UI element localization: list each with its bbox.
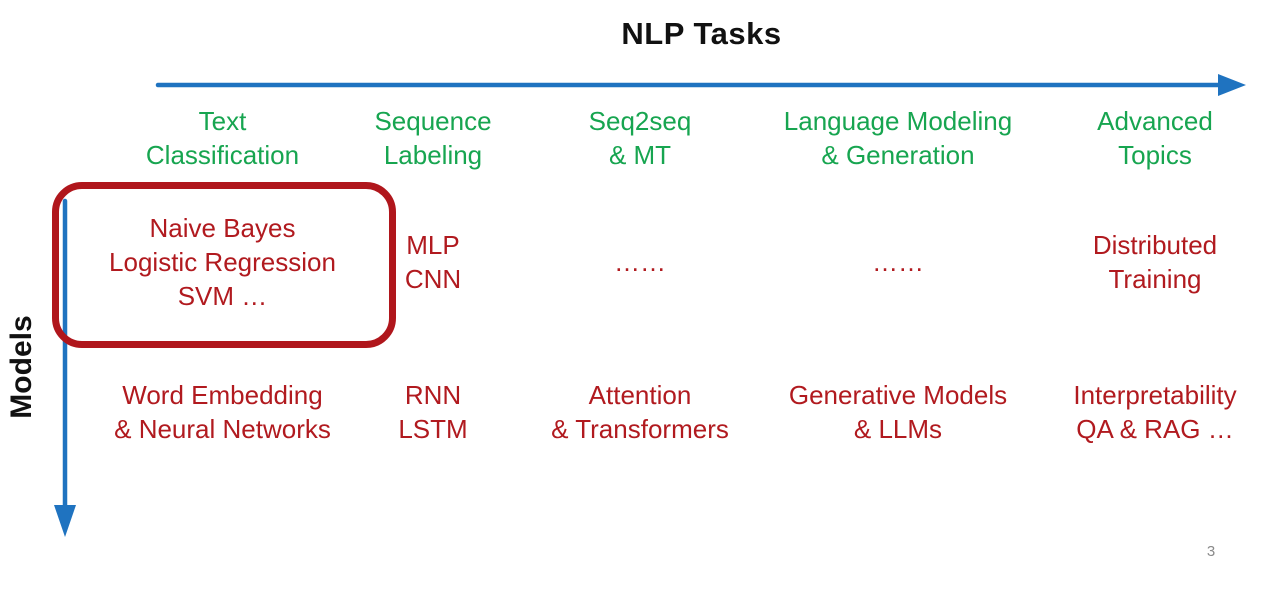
page-number: 3 <box>1206 543 1216 560</box>
task-label: Seq2seq & MT <box>588 106 692 170</box>
early-models: Naive Bayes Logistic Regression SVM … <box>109 213 336 311</box>
later-models: Generative Models & LLMs <box>788 380 1008 444</box>
later-models: Word Embedding & Neural Networks <box>114 380 331 444</box>
nlp-tasks-axis-arrow-icon <box>155 74 1246 96</box>
early-models: Distributed Training <box>1092 230 1218 294</box>
task-label: Language Modeling & Generation <box>783 106 1013 170</box>
later-models: Interpretability QA & RAG … <box>1073 380 1237 444</box>
early-models: MLP CNN <box>404 230 462 294</box>
highlight-box <box>52 182 396 348</box>
slide-title: NLP Tasks <box>621 16 782 51</box>
early-models: …… <box>614 247 666 277</box>
task-label: Text Classification <box>145 106 300 170</box>
later-models: Attention & Transformers <box>551 380 729 444</box>
models-axis-arrow-icon <box>54 198 76 537</box>
later-models: RNN LSTM <box>398 380 468 444</box>
task-label: Advanced Topics <box>1097 106 1213 170</box>
early-models: …… <box>872 247 924 277</box>
task-label: Sequence Labeling <box>374 106 492 170</box>
models-axis-label: Models <box>5 315 38 419</box>
